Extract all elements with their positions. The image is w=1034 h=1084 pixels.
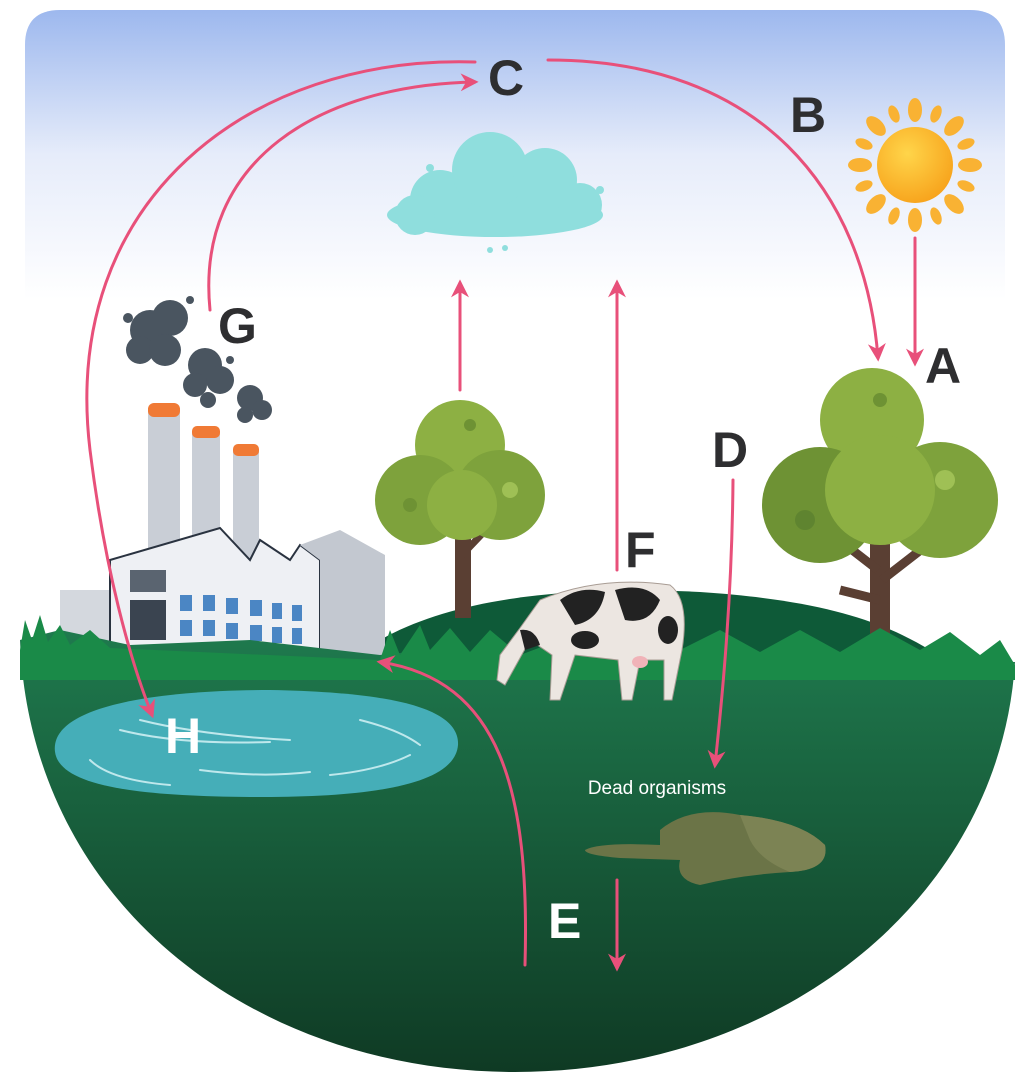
- label-b: B: [790, 87, 826, 143]
- label-f: F: [625, 522, 656, 578]
- grass: [20, 615, 1015, 680]
- smoke-icon: [123, 296, 272, 423]
- label-g: G: [218, 298, 257, 354]
- tree-large: [762, 368, 998, 655]
- flow-arrows: [85, 58, 924, 972]
- label-h: H: [165, 708, 201, 764]
- arrow-c-to-h: [85, 60, 477, 719]
- sun-icon: [848, 98, 982, 232]
- dead-organism: [585, 812, 826, 885]
- arrow-e-to-surface: [376, 655, 527, 967]
- label-c: C: [488, 50, 524, 106]
- label-d: D: [712, 422, 748, 478]
- pond: [54, 690, 459, 798]
- label-a: A: [925, 338, 961, 394]
- arrow-g-to-c: [207, 73, 479, 312]
- arrow-c-to-a: [546, 58, 886, 362]
- cloud-icon: [387, 132, 604, 253]
- arrow-d-to-dead: [707, 478, 735, 769]
- cow: [496, 581, 685, 701]
- factory: [60, 403, 385, 655]
- label-e: E: [548, 893, 581, 949]
- tree-small: [375, 400, 545, 618]
- caption-dead-organisms: Dead organisms: [588, 778, 726, 799]
